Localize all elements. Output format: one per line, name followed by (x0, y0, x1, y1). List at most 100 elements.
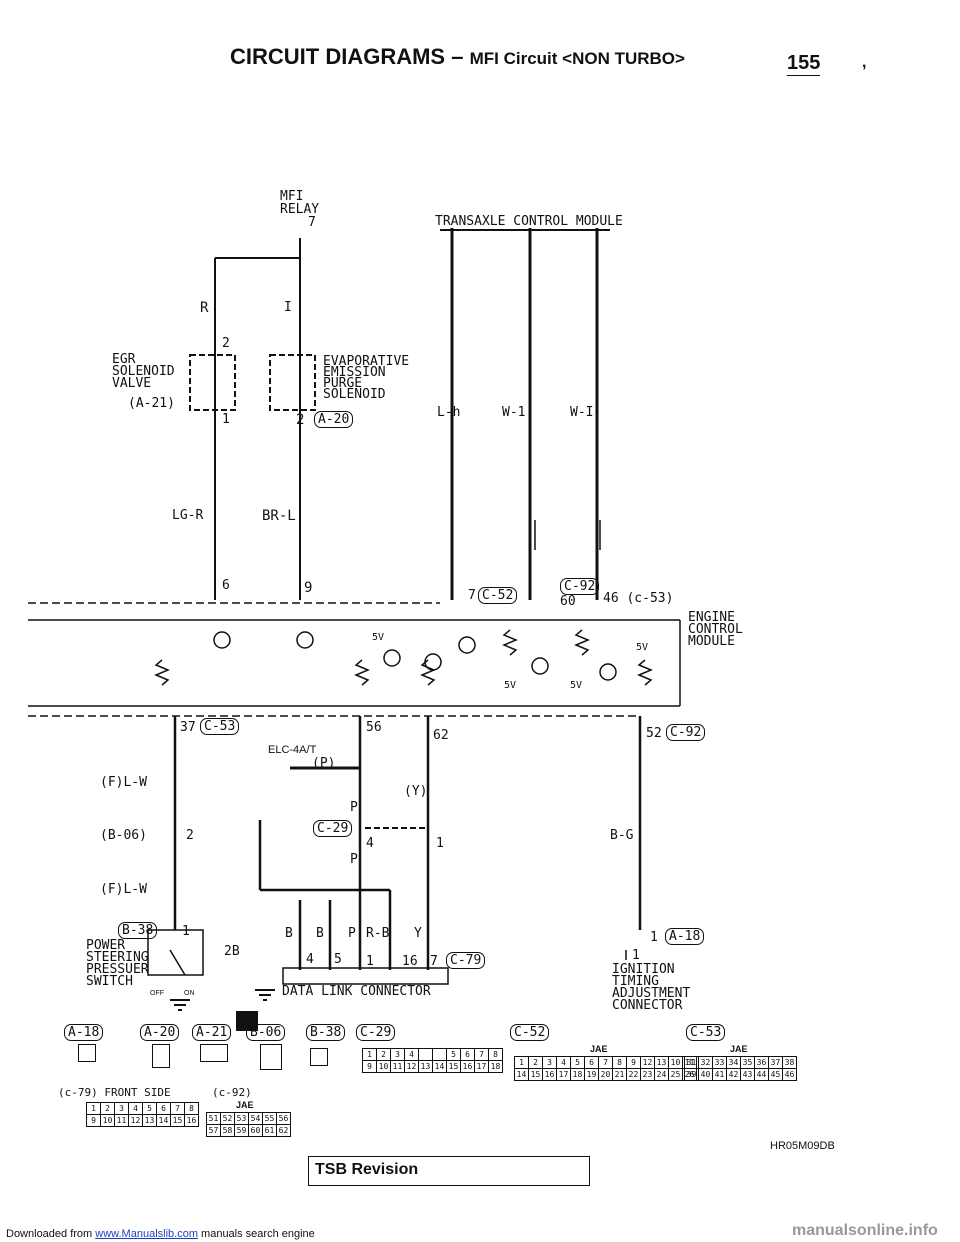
pin-52: 52 (646, 726, 662, 741)
tsb-revision-box: TSB Revision (308, 1156, 590, 1186)
wire-w2: W-I. (570, 405, 602, 420)
pin-16: 16 (402, 954, 418, 969)
ref-c53: C-53 (686, 1024, 726, 1041)
pin-1d: 1 (650, 930, 658, 945)
pin-4b: 4 (306, 952, 314, 967)
tcm-label: TRANSAXLE CONTROL MODULE (435, 214, 623, 229)
c79-front-side-label: (c-79) FRONT SIDE (58, 1086, 171, 1099)
connector-c52: C-52 (478, 587, 518, 604)
switch-off: OFF (150, 990, 164, 997)
pin-7b: 7 (430, 954, 438, 969)
connector-b06: (B-06) (100, 828, 147, 843)
pin-56: 56 (366, 720, 382, 735)
wire-lgr: LG-R (172, 508, 204, 523)
ref-b06: B-06 (246, 1024, 286, 1041)
wire-bg: B-G (610, 828, 634, 843)
5v-1: 5V (372, 632, 385, 643)
pin-1e: 1 (632, 948, 640, 963)
wire-p: P (350, 800, 358, 815)
pin-1: 1 (436, 836, 444, 851)
connector-c29: C-29 (313, 820, 353, 837)
c52-jae-label: JAE (590, 1044, 608, 1054)
wire-brl: BR-L (262, 508, 296, 524)
wire-flw: (F)L-W (100, 775, 147, 790)
data-link-connector-label: DATA LINK CONNECTOR (282, 984, 431, 999)
wire-flw2: (F)L-W (100, 882, 147, 897)
ref-a21: A-21 (192, 1024, 232, 1041)
pin-46: 46 (c-53) (603, 591, 674, 606)
c53-jae-label: JAE (730, 1044, 748, 1054)
wire-r: R (200, 300, 209, 316)
connector-c92b: C-92 (666, 724, 706, 741)
figure-reference-code: HR05M09DB (770, 1140, 835, 1152)
ref-c29: C-29 (356, 1024, 396, 1041)
wire-w1: W-1 (502, 405, 526, 420)
pin-7: 7 (468, 588, 476, 603)
wire-l: I (284, 300, 292, 315)
manualslib-link[interactable]: www.Manualslib.com (95, 1228, 198, 1240)
pin-1c: 1 (366, 954, 374, 969)
pin-5: 5 (334, 952, 342, 967)
pin-9: 9 (304, 580, 313, 596)
ref-b38: B-38 (306, 1024, 346, 1041)
switch-on: ON (184, 990, 195, 997)
c92-jae-label: JAE (236, 1100, 254, 1110)
wire-b1: B (285, 926, 293, 941)
pin-2b: 2B (224, 944, 240, 959)
pin-1-b38: 1 (182, 924, 190, 939)
b06-connector-face (260, 1044, 282, 1070)
wire-rb: R-B (366, 926, 390, 941)
connector-a18: A-18 (665, 928, 705, 945)
pin-37: 37 (180, 720, 196, 735)
wire-y2: Y (414, 926, 422, 941)
ref-c52: C-52 (510, 1024, 550, 1041)
egr-connector: (A-21) (128, 396, 175, 411)
manualsonline-watermark: manualsonline.info (792, 1222, 938, 1239)
pin-6: 6 (222, 578, 230, 593)
pin-62: 62 (433, 728, 449, 743)
page-number: 155 (787, 52, 821, 76)
page-comma: , (862, 54, 867, 71)
5v-4: 5V (636, 642, 649, 653)
page-title: CIRCUIT DIAGRAMS – MFI Circuit <NON TURB… (230, 44, 685, 69)
evap-connector: A-20 (314, 411, 354, 428)
c92-label: (c-92) (212, 1086, 252, 1099)
evap-pin: 2 (296, 412, 305, 428)
wire-y: (Y) (404, 784, 428, 799)
elc-label: ELC-4A/T (268, 744, 317, 756)
ref-a18: A-18 (64, 1024, 104, 1041)
a18-connector-face (78, 1044, 96, 1062)
download-footer: Downloaded from www.Manualslib.com manua… (6, 1228, 315, 1240)
egr-pin-2: 2 (222, 336, 230, 351)
5v-2: 5V (504, 680, 517, 691)
egr-pin-1: 1 (222, 412, 230, 427)
wire-lh: L-h (437, 405, 461, 420)
wire-b2: B (316, 926, 324, 941)
connector-b38: B-38 (118, 922, 158, 939)
a21-connector-face (200, 1044, 228, 1062)
pin-60: 60 (560, 594, 576, 609)
connector-c79: C-79 (446, 952, 486, 969)
wire-p3: P (348, 926, 356, 941)
elc-p: (P) (312, 756, 336, 771)
wire-p2: P (350, 852, 358, 867)
5v-3: 5V (570, 680, 583, 691)
connector-c92: C-92 (560, 578, 600, 595)
pin-4: 4 (366, 836, 374, 851)
pin-2-b06: 2 (186, 828, 194, 843)
a20-connector-face (152, 1044, 170, 1068)
ref-a20: A-20 (140, 1024, 180, 1041)
b38-connector-face (310, 1048, 328, 1066)
